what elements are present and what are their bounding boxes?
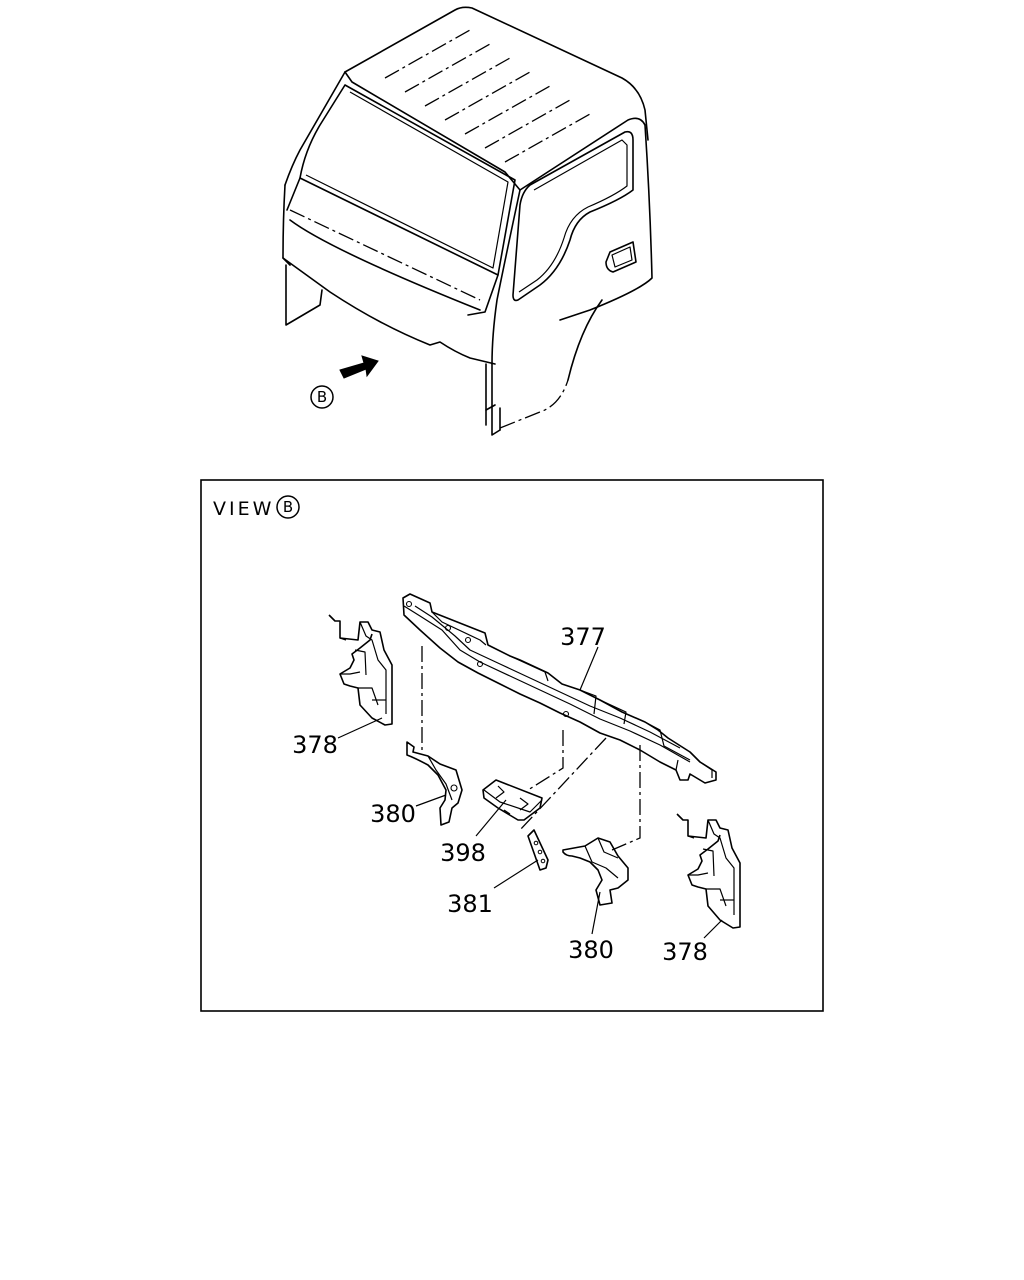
label-381: 381 bbox=[447, 890, 493, 918]
truck-cab-drawing bbox=[282, 6, 653, 436]
svg-text:B: B bbox=[283, 498, 293, 516]
label-380-left: 380 bbox=[370, 800, 416, 828]
assembly-lines bbox=[421, 646, 641, 851]
part-381-plate bbox=[527, 829, 549, 871]
view-b-marker: B bbox=[310, 385, 334, 409]
part-labels: 377 378 380 398 381 380 378 bbox=[292, 623, 708, 966]
label-398: 398 bbox=[440, 839, 486, 867]
svg-text:VIEW: VIEW bbox=[213, 498, 274, 520]
label-380-right: 380 bbox=[568, 936, 614, 964]
part-378-right-bracket bbox=[676, 813, 741, 929]
leader-lines bbox=[337, 646, 723, 939]
svg-text:B: B bbox=[317, 388, 327, 406]
view-b-frame bbox=[200, 479, 824, 1012]
part-380-right-bracket bbox=[562, 837, 629, 906]
label-377: 377 bbox=[560, 623, 606, 651]
view-b-title: VIEW B bbox=[213, 495, 300, 520]
view-b-arrow bbox=[339, 355, 379, 379]
label-378-left: 378 bbox=[292, 731, 338, 759]
part-378-left-bracket bbox=[328, 614, 393, 726]
part-398-plate bbox=[482, 779, 543, 821]
label-378-right: 378 bbox=[662, 938, 708, 966]
part-377-crossmember bbox=[402, 593, 717, 784]
part-380-left-bracket bbox=[406, 741, 463, 826]
